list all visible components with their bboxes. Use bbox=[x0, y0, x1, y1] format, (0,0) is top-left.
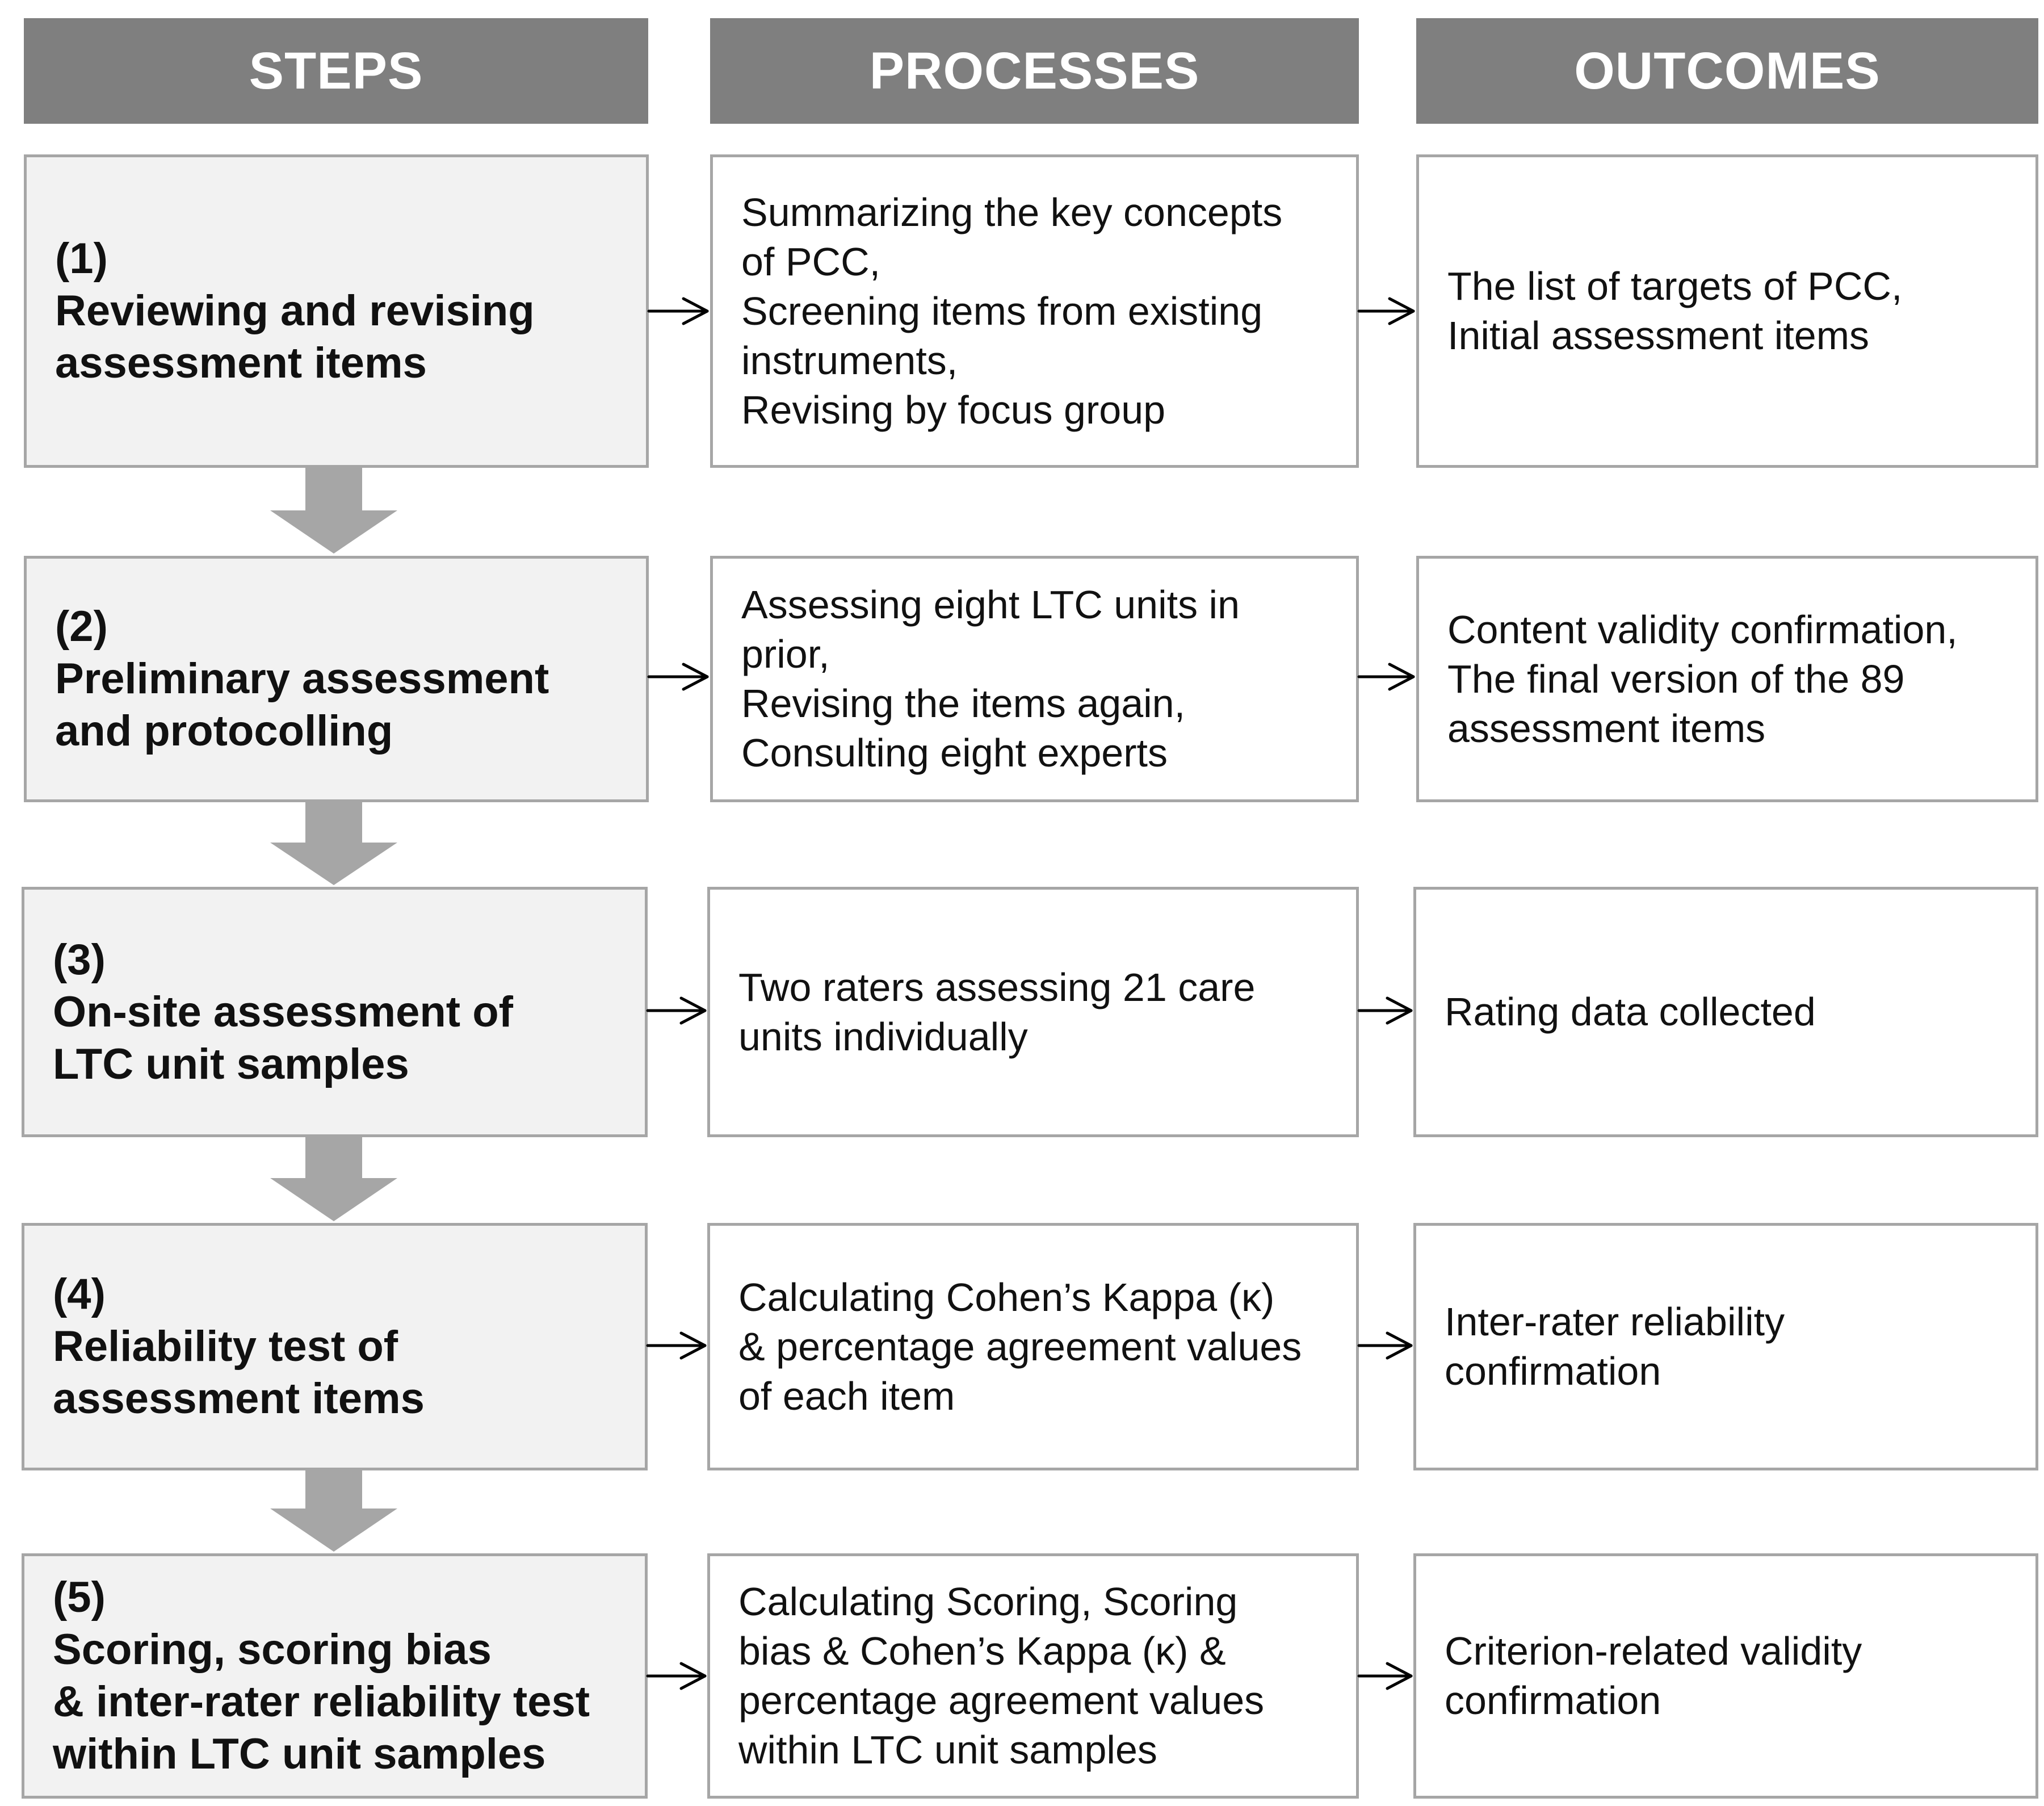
right-arrow-icon bbox=[1357, 663, 1415, 691]
outcome-line: confirmation bbox=[1445, 1678, 1661, 1723]
process-line: Summarizing the key concepts bbox=[741, 190, 1283, 234]
process-box-2: Assessing eight LTC units in prior, Revi… bbox=[710, 556, 1359, 802]
step-title-line: Preliminary assessment bbox=[55, 655, 549, 703]
process-line: Assessing eight LTC units in bbox=[741, 583, 1240, 627]
outcome-line: The list of targets of PCC, bbox=[1447, 264, 1903, 308]
process-box-3: Two raters assessing 21 care units indiv… bbox=[707, 887, 1359, 1137]
process-line: Consulting eight experts bbox=[741, 731, 1168, 775]
process-box-5: Calculating Scoring, Scoring bias & Cohe… bbox=[707, 1553, 1359, 1799]
step-box-4: (4) Reliability test of assessment items bbox=[22, 1223, 648, 1470]
step-title-line: On-site assessment of bbox=[53, 987, 513, 1036]
outcome-line: Criterion-related validity bbox=[1445, 1629, 1862, 1673]
header-outcomes-label: OUTCOMES bbox=[1574, 41, 1881, 100]
right-arrow-icon bbox=[1357, 297, 1415, 325]
step-title-line: and protocolling bbox=[55, 707, 393, 755]
process-line: Revising by focus group bbox=[741, 387, 1166, 432]
step-number: (2) bbox=[55, 602, 108, 651]
down-arrow-icon bbox=[270, 1470, 397, 1552]
process-line: & percentage agreement values bbox=[738, 1324, 1302, 1369]
outcome-line: confirmation bbox=[1445, 1349, 1661, 1393]
step-number: (3) bbox=[53, 935, 106, 984]
outcome-box-4: Inter-rater reliability confirmation bbox=[1413, 1223, 2038, 1470]
outcome-box-2: Content validity confirmation, The final… bbox=[1416, 556, 2038, 802]
outcome-line: Rating data collected bbox=[1445, 990, 1816, 1034]
outcome-box-5: Criterion-related validity confirmation bbox=[1413, 1553, 2038, 1799]
step-title-line: assessment items bbox=[55, 339, 427, 387]
right-arrow-icon bbox=[1357, 996, 1413, 1025]
right-arrow-icon bbox=[646, 1662, 707, 1690]
outcome-box-3: Rating data collected bbox=[1413, 887, 2038, 1137]
process-line: of PCC, bbox=[741, 239, 881, 284]
step-box-3: (3) On-site assessment of LTC unit sampl… bbox=[22, 887, 648, 1137]
right-arrow-icon bbox=[646, 1331, 707, 1360]
process-line: percentage agreement values bbox=[738, 1678, 1265, 1723]
step-title-line: LTC unit samples bbox=[53, 1040, 409, 1088]
header-outcomes: OUTCOMES bbox=[1416, 18, 2038, 124]
step-number: (1) bbox=[55, 234, 108, 283]
process-line: Calculating Scoring, Scoring bbox=[738, 1579, 1238, 1624]
step-number: (5) bbox=[53, 1573, 106, 1621]
step-box-1: (1) Reviewing and revising assessment it… bbox=[24, 154, 649, 468]
process-line: Two raters assessing 21 care bbox=[738, 965, 1256, 1009]
outcome-line: Initial assessment items bbox=[1447, 313, 1870, 358]
process-line: Revising the items again, bbox=[741, 681, 1186, 726]
process-box-4: Calculating Cohen’s Kappa (κ) & percenta… bbox=[707, 1223, 1359, 1470]
outcome-line: The final version of the 89 bbox=[1447, 656, 1905, 701]
down-arrow-icon bbox=[270, 1137, 397, 1221]
header-processes: PROCESSES bbox=[710, 18, 1359, 124]
step-box-5: (5) Scoring, scoring bias & inter-rater … bbox=[22, 1553, 648, 1799]
down-arrow-icon bbox=[270, 468, 397, 554]
step-title-line: assessment items bbox=[53, 1375, 425, 1423]
process-line: of each item bbox=[738, 1373, 955, 1418]
header-steps-label: STEPS bbox=[249, 41, 423, 100]
right-arrow-icon bbox=[647, 297, 709, 325]
step-title-line: Reliability test of bbox=[53, 1322, 398, 1371]
right-arrow-icon bbox=[647, 663, 709, 691]
step-title-line: within LTC unit samples bbox=[53, 1730, 546, 1778]
down-arrow-icon bbox=[270, 802, 397, 885]
step-title-line: Reviewing and revising bbox=[55, 287, 535, 335]
step-title-line: & inter-rater reliability test bbox=[53, 1678, 590, 1726]
outcome-line: Inter-rater reliability bbox=[1445, 1300, 1785, 1344]
header-steps: STEPS bbox=[24, 18, 648, 124]
process-box-1: Summarizing the key concepts of PCC, Scr… bbox=[710, 154, 1359, 468]
step-title-line: Scoring, scoring bias bbox=[53, 1625, 492, 1674]
step-box-2: (2) Preliminary assessment and protocoll… bbox=[24, 556, 649, 802]
header-processes-label: PROCESSES bbox=[869, 41, 1200, 100]
right-arrow-icon bbox=[1357, 1662, 1413, 1690]
outcome-line: assessment items bbox=[1447, 706, 1766, 751]
step-number: (4) bbox=[53, 1270, 106, 1318]
process-line: within LTC unit samples bbox=[738, 1728, 1157, 1772]
right-arrow-icon bbox=[1357, 1331, 1413, 1360]
outcome-box-1: The list of targets of PCC, Initial asse… bbox=[1416, 154, 2038, 468]
process-line: Screening items from existing bbox=[741, 288, 1263, 333]
process-line: instruments, bbox=[741, 338, 958, 383]
process-line: units individually bbox=[738, 1014, 1028, 1059]
process-line: Calculating Cohen’s Kappa (κ) bbox=[738, 1275, 1275, 1319]
outcome-line: Content validity confirmation, bbox=[1447, 607, 1958, 652]
process-line: bias & Cohen’s Kappa (κ) & bbox=[738, 1629, 1226, 1673]
right-arrow-icon bbox=[646, 996, 707, 1025]
process-line: prior, bbox=[741, 632, 830, 676]
